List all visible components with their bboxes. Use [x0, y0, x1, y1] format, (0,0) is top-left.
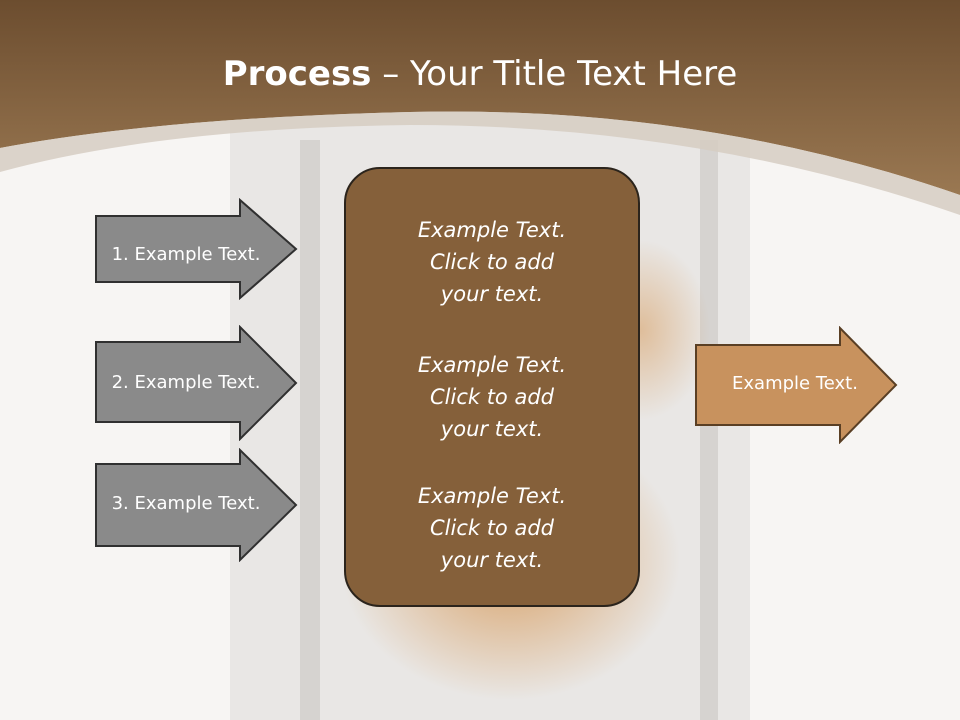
center-block-3-line-2: Click to add	[429, 516, 554, 540]
right-arrow-label: Example Text.	[732, 373, 858, 394]
center-box[interactable]: Example Text. Click to add your text. Ex…	[344, 167, 640, 607]
center-block-2-line-2: Click to add	[429, 385, 554, 409]
center-block-1-line-3: your text.	[440, 282, 544, 306]
center-block-1-line-1: Example Text.	[417, 218, 567, 242]
left-arrow-1[interactable]	[94, 198, 300, 300]
center-block-3-line-1: Example Text.	[417, 484, 567, 508]
header-band	[0, 0, 960, 195]
header-light-curve	[0, 111, 960, 215]
title-bold: Process	[222, 54, 372, 94]
center-block-3-line-3: your text.	[440, 548, 544, 572]
center-block-2: Example Text. Click to add your text.	[346, 349, 638, 445]
center-block-1: Example Text. Click to add your text.	[346, 214, 638, 310]
right-arrow[interactable]	[694, 326, 900, 444]
left-arrow-2-label: 2. Example Text.	[111, 372, 261, 393]
left-arrow-3-label: 3. Example Text.	[111, 493, 261, 514]
title-rest: – Your Title Text Here	[382, 54, 738, 94]
page-title: Process – Your Title Text Here	[0, 52, 960, 96]
center-block-3: Example Text. Click to add your text.	[346, 480, 638, 576]
left-arrow-3[interactable]	[94, 448, 300, 562]
center-block-1-line-2: Click to add	[429, 250, 554, 274]
left-arrow-1-label: 1. Example Text.	[111, 244, 261, 265]
center-block-2-line-1: Example Text.	[417, 353, 567, 377]
center-block-2-line-3: your text.	[440, 417, 544, 441]
left-arrow-2[interactable]	[94, 325, 300, 441]
